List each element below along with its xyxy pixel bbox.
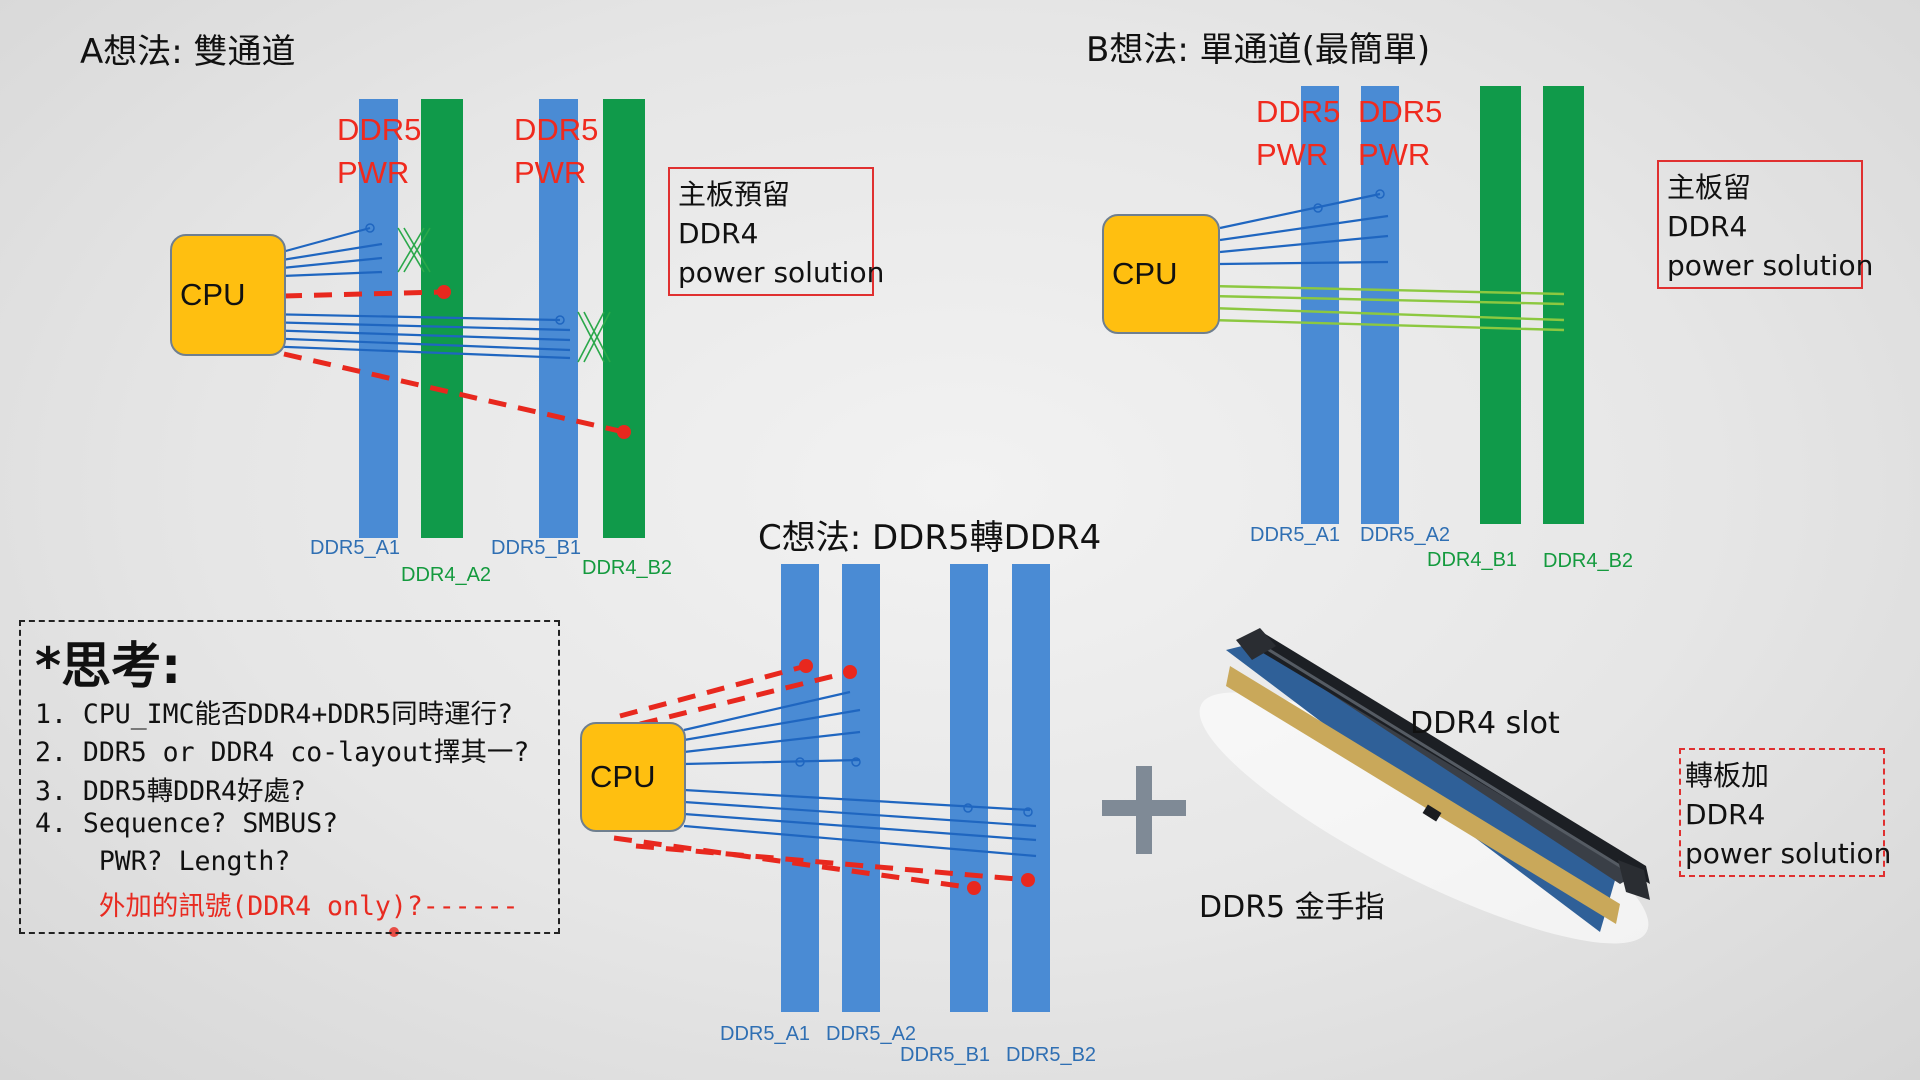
c-note-line2: DDR4: [1685, 798, 1766, 831]
b-note-line1: 主板留: [1667, 171, 1752, 204]
b-label-ddr5-a1: DDR5_A1: [1250, 524, 1341, 546]
c-note-box: 轉板加 DDR4 power solution: [1679, 748, 1892, 877]
c-note-line3: power solution: [1685, 837, 1892, 870]
a-cross-1: [397, 227, 431, 273]
c-slot-ddr5-b2: [1012, 564, 1050, 1012]
think-item-3: 3. DDR5轉DDR4好處?: [35, 776, 306, 807]
c-label-ddr5-b1: DDR5_B1: [900, 1044, 991, 1066]
b-wires-blue: [1219, 192, 1389, 266]
think-item-2: 2. DDR5 or DDR4 co-layout擇其一?: [35, 737, 530, 768]
pwr-line2: PWR: [337, 155, 410, 190]
pwr-line1: DDR5: [1358, 94, 1443, 129]
b-note-line2: DDR4: [1667, 210, 1748, 243]
c-slot-ddr5-a2: [842, 564, 880, 1012]
a-slot-ddr5-b1: [539, 99, 578, 538]
ddr4-slot-label: DDR4 slot: [1410, 706, 1560, 741]
c-label-ddr5-b2: DDR5_B2: [1006, 1044, 1097, 1066]
a-red-dashed: [283, 289, 625, 435]
think-box: *思考: 1. CPU_IMC能否DDR4+DDR5同時運行? 2. DDR5 …: [19, 620, 560, 934]
pwr-line2: PWR: [1358, 137, 1431, 172]
c-label-ddr5-a2: DDR5_A2: [826, 1023, 917, 1045]
a-note-box: 主板預留 DDR4 power solution: [668, 167, 885, 296]
b-note-box: 主板留 DDR4 power solution: [1657, 160, 1874, 289]
a-note-line3: power solution: [678, 256, 885, 289]
think-item-4: 4. Sequence? SMBUS?: [35, 808, 339, 839]
b-cpu: CPU: [1102, 214, 1220, 334]
a-wires-group1: [281, 226, 383, 278]
b-note-line3: power solution: [1667, 249, 1874, 282]
b-label-ddr5-a2: DDR5_A2: [1360, 524, 1451, 546]
b-label-ddr4-b2: DDR4_B2: [1543, 550, 1634, 572]
c-slot-ddr5-a1: [781, 564, 819, 1012]
b-slot-ddr5-a2: [1361, 86, 1399, 524]
a-label-ddr5-a1: DDR5_A1: [310, 537, 401, 559]
c-cpu-label: CPU: [590, 759, 656, 794]
pwr-line1: DDR5: [337, 112, 422, 147]
ddr4-slot-illustration: [1199, 628, 1650, 944]
a-label-ddr5-b1: DDR5_B1: [491, 537, 582, 559]
a-slot-ddr4-b2: [603, 99, 645, 538]
pwr-line1: DDR5: [1256, 94, 1341, 129]
c-wires-lower: [683, 788, 1037, 858]
a-cpu: CPU: [170, 234, 286, 356]
think-item-5: PWR? Length?: [35, 846, 291, 877]
a-label-ddr4-b2: DDR4_B2: [582, 557, 673, 579]
a-note-line2: DDR4: [678, 217, 759, 250]
section-b-title: B想法: 單通道(最簡單): [1086, 30, 1431, 70]
c-note-line1: 轉板加: [1685, 759, 1770, 792]
section-a-title: A想法: 雙通道: [80, 32, 296, 72]
a-slot-ddr5-a1: [359, 99, 398, 538]
a-cross-2: [577, 311, 611, 363]
c-label-ddr5-a1: DDR5_A1: [720, 1023, 811, 1045]
a-note-line1: 主板預留: [678, 178, 791, 211]
plus-icon: [1102, 766, 1186, 854]
b-label-ddr4-b1: DDR4_B1: [1427, 549, 1518, 571]
a-cpu-label: CPU: [180, 277, 246, 312]
c-red-dashed: [613, 663, 1029, 891]
think-item-6: 外加的訊號(DDR4 only)?------: [35, 891, 519, 922]
pwr-line2: PWR: [1256, 137, 1329, 172]
c-slot-ddr5-b1: [950, 564, 988, 1012]
b-cpu-label: CPU: [1112, 256, 1178, 291]
pwr-line2: PWR: [514, 155, 587, 190]
a-label-ddr4-a2: DDR4_A2: [401, 564, 492, 586]
section-c-title: C想法: DDR5轉DDR4: [758, 518, 1102, 558]
ddr5-finger-label: DDR5 金手指: [1199, 890, 1385, 925]
c-wires-upper: [683, 690, 861, 766]
c-cpu: CPU: [580, 722, 686, 832]
pwr-line1: DDR5: [514, 112, 599, 147]
b-slot-ddr5-a1: [1301, 86, 1339, 524]
think-item-1: 1. CPU_IMC能否DDR4+DDR5同時運行?: [35, 699, 514, 730]
a-wires-group2: [261, 312, 571, 360]
think-title: *思考:: [35, 637, 182, 695]
b-slot-ddr4-b1: [1480, 86, 1521, 524]
b-wires-green: [1209, 284, 1565, 332]
